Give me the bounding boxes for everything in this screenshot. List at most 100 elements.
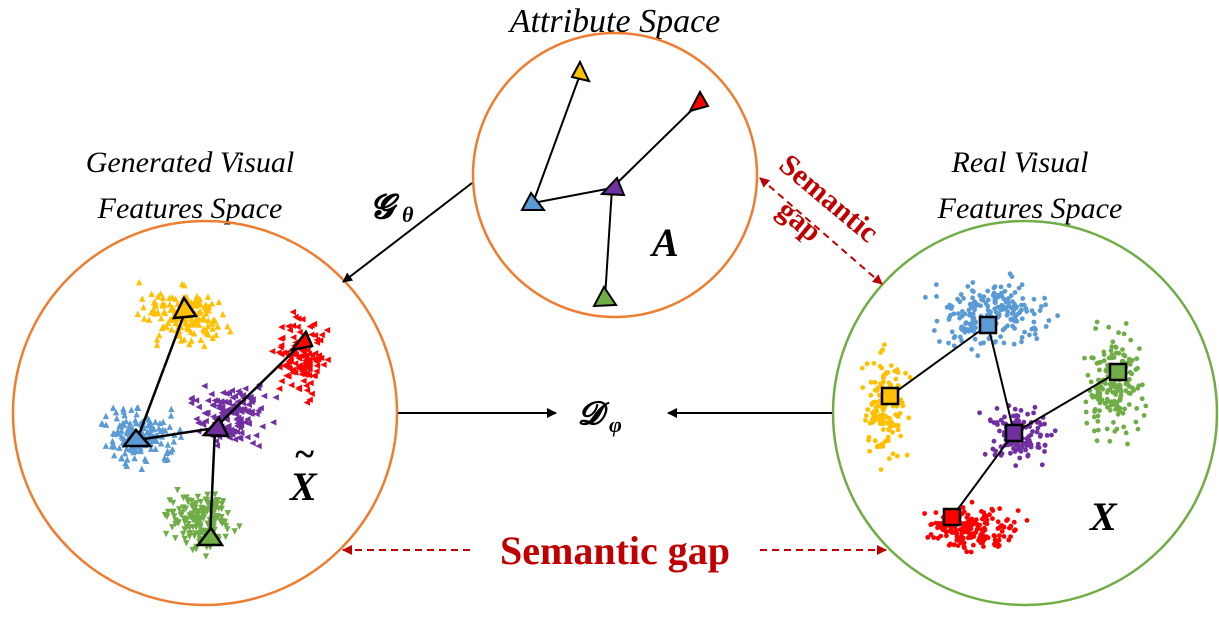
generated-point <box>202 326 210 334</box>
generated-point <box>190 330 198 337</box>
generated-point <box>187 299 195 306</box>
real-point <box>1008 523 1014 529</box>
generated-point <box>306 356 313 363</box>
generated-point <box>131 454 138 462</box>
real-point <box>1038 304 1044 309</box>
real-point <box>1091 414 1097 420</box>
real-point <box>992 537 998 543</box>
generated-point <box>307 379 314 387</box>
real-point <box>948 306 954 311</box>
real-point <box>1016 285 1022 291</box>
real-point <box>1109 355 1115 361</box>
real-point <box>987 417 993 423</box>
generated-point <box>204 397 212 404</box>
real-space-title-line1: Real Visual <box>951 146 1089 179</box>
real-space-circle <box>831 219 1219 607</box>
generated-point <box>225 390 233 397</box>
generated-point <box>276 364 283 371</box>
generated-point <box>110 404 117 411</box>
generated-point <box>209 334 216 341</box>
real-point <box>1114 400 1120 405</box>
real-point <box>1025 442 1030 447</box>
attribute-blue-triangle <box>520 191 547 211</box>
real-point <box>1019 302 1024 308</box>
real-point <box>928 532 934 537</box>
generated-point <box>149 437 157 444</box>
generated-point <box>200 514 207 521</box>
generated-point <box>167 412 175 419</box>
generator-arrow <box>342 182 473 283</box>
real-point <box>957 334 963 340</box>
real-point <box>895 370 901 375</box>
generated-point <box>122 417 130 425</box>
real-point <box>1023 447 1028 453</box>
real-point <box>1026 434 1031 440</box>
generated-point <box>186 340 193 348</box>
generated-point <box>182 505 190 512</box>
real-point <box>893 412 898 418</box>
real-point <box>942 526 948 531</box>
generated-point <box>112 408 120 416</box>
real-point <box>1043 324 1049 329</box>
real-point <box>999 290 1004 296</box>
real-point <box>992 533 998 539</box>
generated-point <box>118 455 125 462</box>
real-point <box>871 414 877 420</box>
generated-point <box>235 434 243 441</box>
generated-point <box>212 501 220 508</box>
real-point <box>1013 463 1019 468</box>
generated-yellow-triangle <box>171 295 199 320</box>
real-point <box>1104 426 1110 432</box>
real-point <box>885 420 890 426</box>
real-point <box>906 415 912 421</box>
real-point <box>866 437 871 443</box>
real-point <box>954 534 960 540</box>
real-point <box>1126 356 1132 362</box>
real-point <box>1105 362 1110 368</box>
real-point <box>1015 508 1021 513</box>
generated-point <box>318 331 325 339</box>
real-point <box>1007 271 1013 277</box>
generated-point <box>218 398 225 405</box>
real-point <box>1120 347 1125 352</box>
generated-point <box>177 337 185 344</box>
real-point <box>1101 352 1107 357</box>
real-point <box>1135 365 1140 371</box>
generated-point <box>196 295 204 303</box>
real-point <box>985 288 991 294</box>
generated-point <box>168 405 175 413</box>
generated-point <box>164 508 172 516</box>
real-point <box>934 282 939 287</box>
generated-point <box>161 308 168 315</box>
real-point <box>982 451 988 457</box>
generated-point <box>169 304 176 311</box>
real-point <box>883 439 888 444</box>
real-point <box>1084 420 1090 426</box>
generated-point <box>202 417 209 425</box>
real-point <box>888 363 894 368</box>
real-point <box>1143 403 1149 409</box>
real-point <box>1095 389 1101 395</box>
generated-point <box>150 298 158 306</box>
generated-point <box>283 361 291 369</box>
generated-point <box>311 332 319 339</box>
generated-point <box>301 362 309 370</box>
generated-point <box>288 381 295 389</box>
generated-point <box>245 401 252 408</box>
generated-point <box>194 517 202 524</box>
generated-point <box>278 342 285 349</box>
real-point <box>972 307 977 313</box>
real-point <box>1083 409 1089 415</box>
real-point <box>1042 421 1047 427</box>
real-point <box>995 519 1001 525</box>
real-point <box>1120 410 1126 416</box>
real-point <box>995 542 1001 548</box>
generated-point <box>197 523 204 530</box>
generated-point <box>201 342 208 350</box>
generated-point <box>312 355 320 363</box>
generated-point <box>189 546 196 554</box>
real-point <box>995 526 1001 531</box>
real-point <box>887 416 892 422</box>
generated-point <box>192 296 200 304</box>
